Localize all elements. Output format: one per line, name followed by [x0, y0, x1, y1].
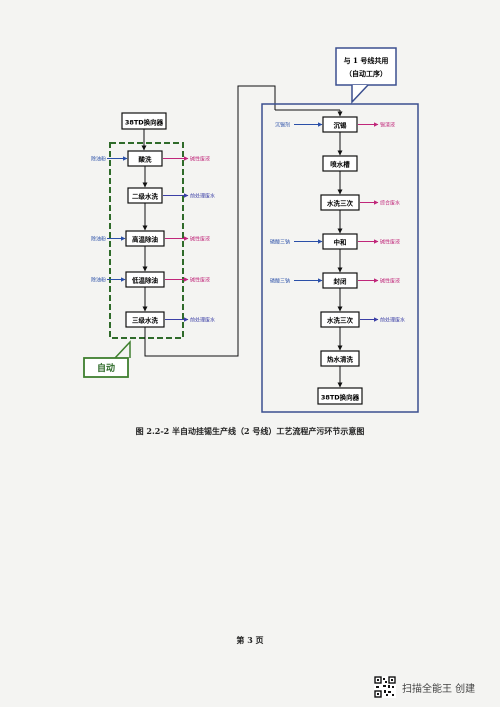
qr-code-icon [374, 676, 396, 698]
right-step-label: 沉锡 [334, 121, 348, 130]
auto-label-box [83, 357, 129, 378]
right-step-label: 封闭 [334, 277, 348, 286]
left-step-label: 酸洗 [139, 155, 153, 164]
right-step-label: 水洗三次 [327, 199, 354, 208]
right-step-label: 喷水槽 [330, 160, 350, 169]
auto-label: 自动 [97, 362, 115, 374]
right-end-label: 38TD换向器 [321, 393, 360, 402]
right-end-box [317, 387, 363, 405]
scanner-watermark: 扫描全能王 创建 [374, 676, 475, 698]
left-step-label: 高温除油 [132, 235, 159, 244]
page-number: 第 3 页 [236, 635, 264, 645]
left-start-label: 38TD换向器 [125, 118, 164, 127]
output-label: 锡渣液 [380, 122, 395, 129]
auto-label-pointer [114, 340, 131, 359]
output-label: 碱性废液 [190, 236, 210, 243]
input-label: 沉锡剂 [275, 122, 290, 129]
input-label: 除油粉 [91, 156, 106, 163]
left-process-line: 38TD换向器 酸洗 除油粉 碱性废液 二级水洗 前处理废水 高温除油 除油粉 … [83, 85, 276, 378]
output-label: 碱性废液 [190, 277, 210, 284]
figure-caption: 图 2.2-2 半自动挂锡生产线（2 号线）工艺流程产污环节示意图 [135, 426, 365, 436]
left-step-label: 低温除油 [131, 276, 159, 285]
watermark-text: 扫描全能王 创建 [402, 683, 476, 695]
left-step-label: 二级水洗 [132, 192, 159, 201]
right-step-label: 中和 [334, 238, 347, 247]
left-step-label: 三级水洗 [132, 316, 159, 325]
right-step-label: 水洗三次 [327, 316, 354, 325]
output-label: 碱性废液 [380, 278, 400, 285]
shared-callout-line1: 与 1 号线共用 [344, 56, 389, 65]
shared-callout-box [335, 47, 397, 86]
input-label: 除油粉 [91, 236, 106, 243]
line-connector [144, 85, 276, 357]
output-label: 碱性废液 [380, 239, 400, 246]
input-label: 磷酸三钠 [270, 278, 290, 285]
output-label: 前处理废水 [190, 317, 215, 324]
right-step-label: 热水清洗 [327, 355, 354, 364]
input-label: 除油粉 [91, 277, 106, 284]
shared-process-frame [261, 103, 419, 413]
output-label: 前处理废水 [380, 317, 405, 324]
output-label: 前处理废水 [190, 193, 215, 200]
right-process-line: 与 1 号线共用 （自动工序） 沉锡 沉锡剂 锡渣液 喷水槽 水洗三次 综合废水… [261, 47, 419, 413]
shared-callout-line2: （自动工序） [345, 69, 387, 78]
automatic-zone-frame [109, 142, 184, 339]
input-label: 磷酸三钠 [270, 239, 290, 246]
shared-callout-pointer [351, 84, 369, 104]
output-label: 综合废水 [380, 200, 400, 207]
output-label: 碱性废液 [190, 156, 210, 163]
